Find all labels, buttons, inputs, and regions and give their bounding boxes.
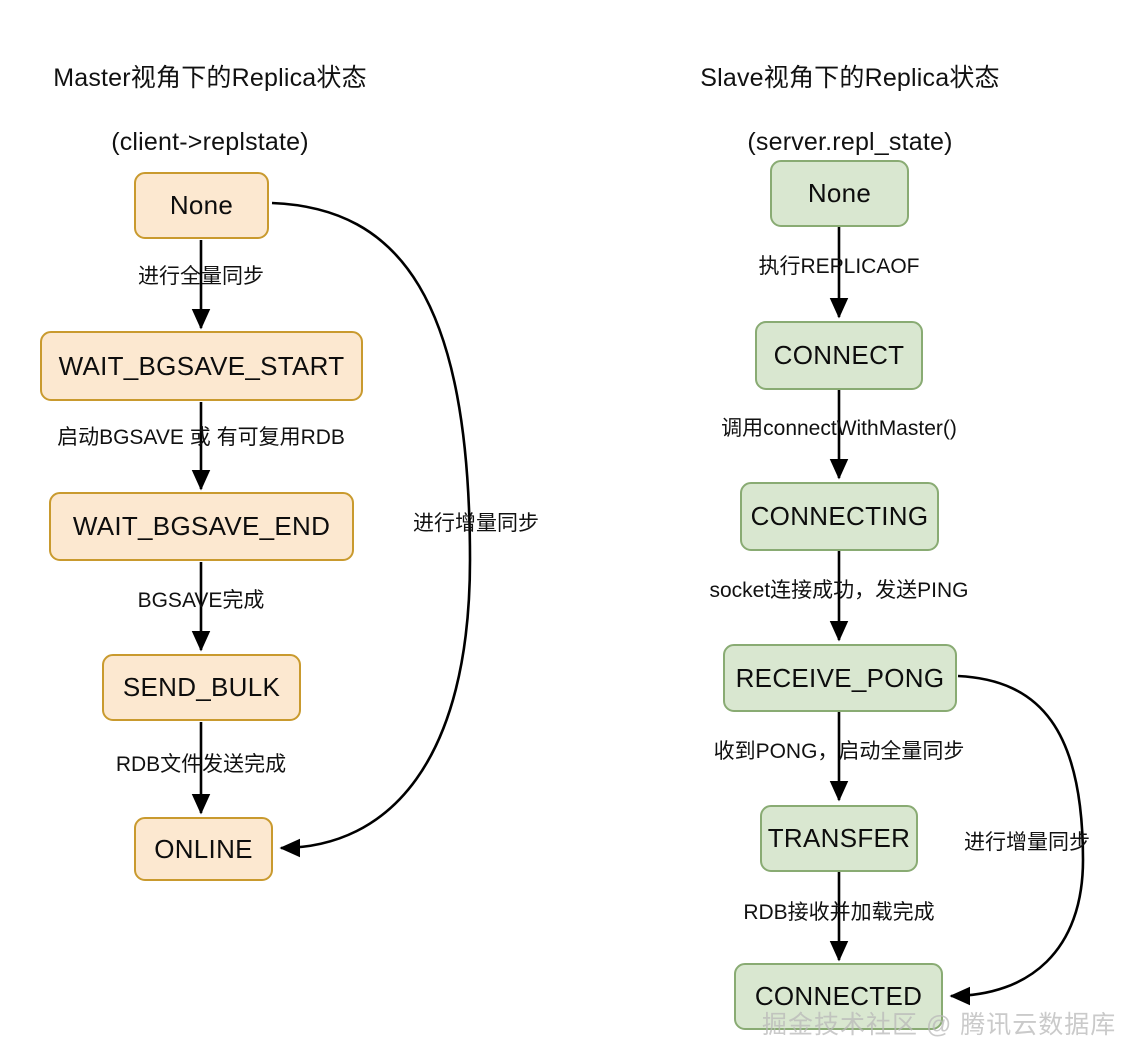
state-node-wait-bgsave-end[interactable]: WAIT_BGSAVE_END: [49, 492, 354, 561]
edge-label-call-connectwithmaster: 调用connectWithMaster(): [721, 417, 957, 440]
edge-label-socket-ok-send-ping: socket连接成功，发送PING: [709, 579, 969, 602]
edge-label-rdb-received-loaded: RDB接收并加载完成: [743, 901, 935, 924]
state-node-wait-bgsave-start[interactable]: WAIT_BGSAVE_START: [40, 331, 363, 401]
watermark: 掘金技术社区 @ 腾讯云数据库: [762, 1011, 1117, 1039]
state-label: None: [169, 190, 234, 220]
master-title-line1: Master视角下的Replica状态: [53, 64, 367, 92]
state-label: WAIT_BGSAVE_END: [72, 511, 331, 541]
slave-title-line1: Slave视角下的Replica状态: [700, 64, 1000, 92]
edge-label-slave-partial-sync: 进行增量同步: [964, 831, 1090, 854]
master-column-title: Master视角下的Replica状态 (client->replstate): [10, 30, 410, 190]
edge-label-master-partial-sync: 进行增量同步: [413, 512, 539, 535]
state-node-connected[interactable]: CONNECTED: [734, 963, 943, 1030]
slave-title-line2: (server.repl_state): [747, 128, 953, 156]
edge-label-exec-replicaof: 执行REPLICAOF: [758, 255, 920, 278]
master-title-line2: (client->replstate): [111, 128, 309, 156]
slave-column-title: Slave视角下的Replica状态 (server.repl_state): [650, 30, 1050, 190]
state-node-slave-none[interactable]: None: [770, 160, 909, 227]
state-node-online[interactable]: ONLINE: [134, 817, 273, 881]
state-label: None: [807, 178, 872, 208]
state-label: TRANSFER: [767, 823, 911, 853]
state-label: RECEIVE_PONG: [735, 662, 945, 693]
state-node-send-bulk[interactable]: SEND_BULK: [102, 654, 301, 721]
state-label: WAIT_BGSAVE_START: [58, 350, 345, 381]
state-node-connecting[interactable]: CONNECTING: [740, 482, 939, 551]
state-label: SEND_BULK: [122, 672, 281, 702]
state-label: CONNECT: [773, 340, 905, 370]
state-label: ONLINE: [154, 833, 253, 864]
state-node-receive-pong[interactable]: RECEIVE_PONG: [723, 644, 957, 712]
edge-label-got-pong-start-full-sync: 收到PONG，启动全量同步: [713, 740, 965, 763]
state-node-connect[interactable]: CONNECT: [755, 321, 923, 390]
state-node-master-none[interactable]: None: [134, 172, 269, 239]
edge-label-full-sync: 进行全量同步: [138, 265, 264, 288]
state-label: CONNECTING: [750, 501, 929, 531]
state-node-transfer[interactable]: TRANSFER: [760, 805, 918, 872]
edge-label-bgsave-done: BGSAVE完成: [137, 589, 265, 612]
state-label: CONNECTED: [754, 981, 923, 1011]
edge-label-start-bgsave-or-reusable-rdb: 启动BGSAVE 或 有可复用RDB: [57, 426, 345, 449]
edge-label-rdb-file-sent: RDB文件发送完成: [115, 753, 287, 776]
